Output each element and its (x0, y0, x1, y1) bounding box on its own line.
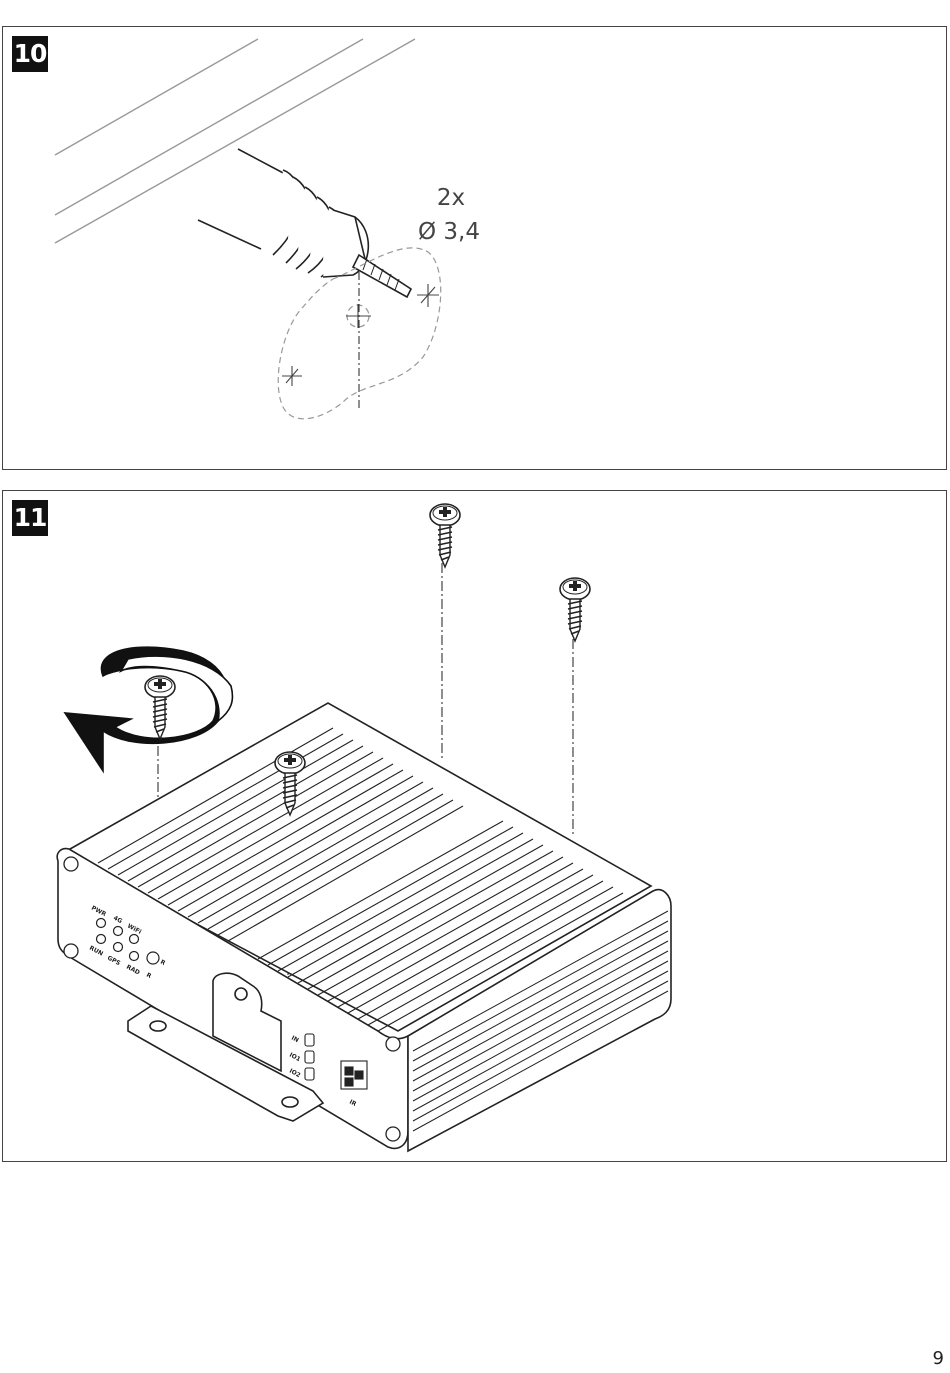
drill-icon (198, 149, 411, 297)
hole-diameter: Ø 3,4 (409, 219, 489, 245)
hole-quantity: 2x (431, 185, 471, 211)
page-number: 9 (933, 1348, 944, 1369)
screw-icon (145, 676, 175, 739)
drill-illustration (3, 27, 948, 471)
step-10-panel: 10 (2, 26, 947, 470)
step-11-panel: 11 (2, 490, 947, 1162)
screw-icon (560, 578, 590, 641)
screw-icon (430, 504, 460, 567)
mounting-illustration: PWR 4G WiFi RUN GPS RAD R R IN IO1 IO2 I… (3, 491, 948, 1163)
rotate-arrow-icon (65, 647, 232, 771)
